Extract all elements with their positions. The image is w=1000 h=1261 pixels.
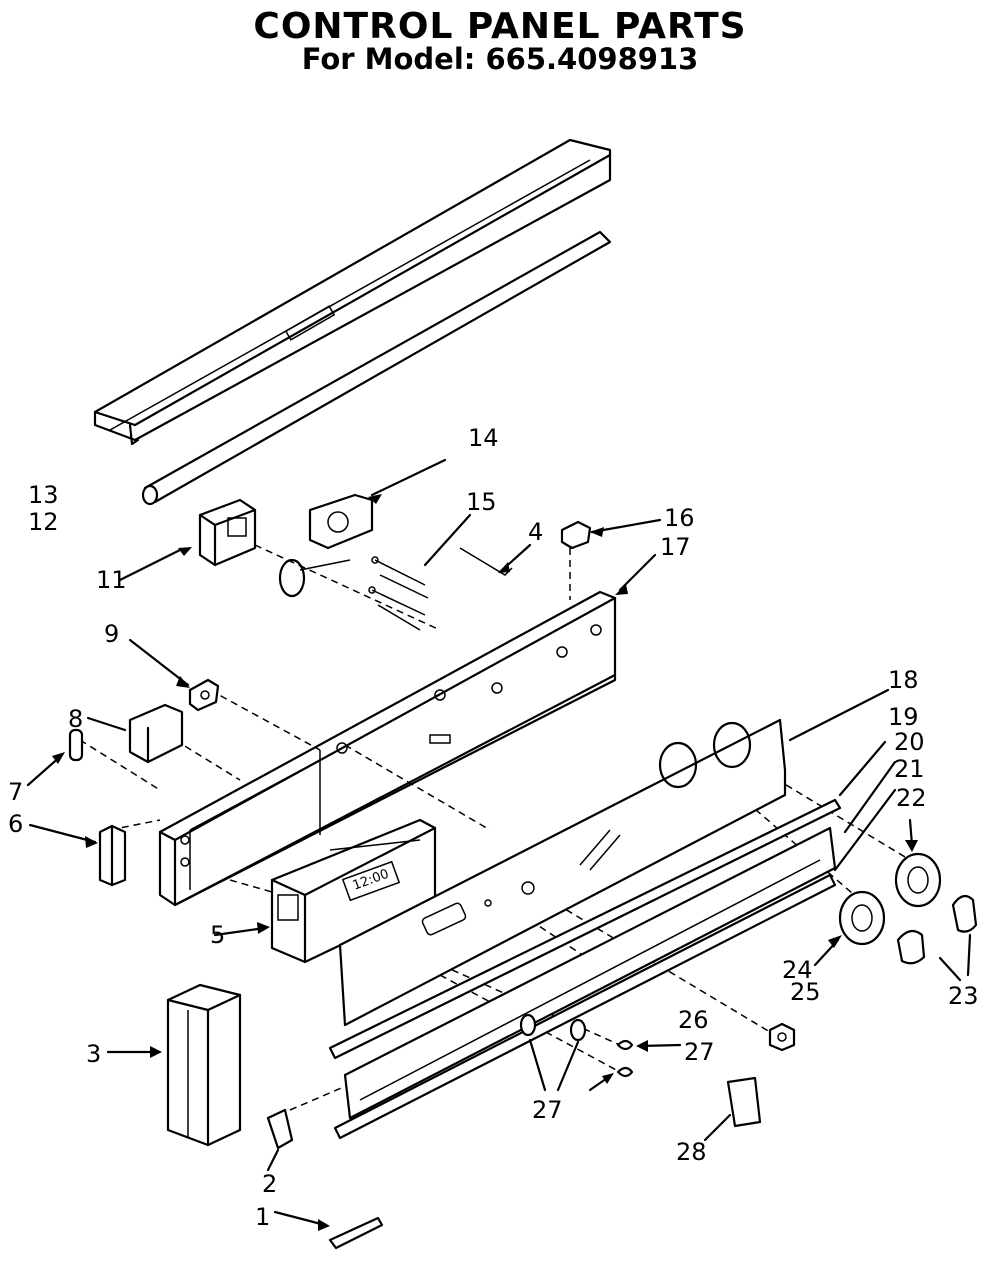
callout-25: 25 — [790, 978, 821, 1006]
callout-18: 18 — [888, 666, 919, 694]
part-7-clip — [26, 728, 84, 787]
callout-labels: 2 1 3 4 5 6 7 8 9 11 12 13 14 15 16 17 1… — [8, 424, 979, 1231]
parts-19-21-trim-strips — [328, 740, 897, 1140]
part-12-rod — [141, 230, 612, 506]
callout-3: 3 — [86, 1040, 101, 1068]
callout-8: 8 — [68, 705, 83, 733]
callout-27-a: 27 — [684, 1038, 715, 1066]
part-16-cap — [560, 518, 662, 600]
callout-22: 22 — [896, 784, 927, 812]
part-13-top-channel — [93, 138, 612, 446]
callout-9: 9 — [104, 620, 119, 648]
callout-16: 16 — [664, 504, 695, 532]
callout-28: 28 — [676, 1138, 707, 1166]
part-2-clip — [266, 1108, 294, 1172]
part-3-switch-block — [106, 983, 242, 1147]
part-8-bracket — [86, 703, 184, 764]
part-17-rear-panel — [158, 553, 657, 907]
callout-12: 12 — [28, 508, 59, 536]
callout-4: 4 — [528, 518, 543, 546]
part-9-clip — [128, 638, 220, 712]
callout-5: 5 — [210, 921, 225, 949]
diagram-title: CONTROL PANEL PARTS — [253, 6, 747, 47]
part-4-terminal — [459, 543, 532, 576]
callout-2: 2 — [262, 1170, 277, 1198]
part-18-front-panel — [338, 688, 890, 1027]
callout-26: 26 — [678, 1006, 709, 1034]
callout-11: 11 — [96, 566, 127, 594]
part-1-screw — [273, 1210, 384, 1250]
callout-27-b: 27 — [532, 1096, 563, 1124]
part-28-label-plate — [703, 1076, 762, 1142]
callout-24: 24 — [782, 956, 813, 984]
callout-14: 14 — [468, 424, 499, 452]
part-6-bracket — [28, 823, 127, 887]
part-15-wire-harness — [368, 513, 472, 631]
callout-19: 19 — [888, 703, 919, 731]
part-11-switch-block — [118, 498, 257, 582]
callout-13: 13 — [28, 481, 59, 509]
callout-21: 21 — [894, 755, 925, 783]
callout-6: 6 — [8, 810, 23, 838]
parts-22-24-knobs — [813, 818, 978, 982]
callout-23-a: 23 — [948, 982, 979, 1010]
callout-1: 1 — [255, 1203, 270, 1231]
callout-7: 7 — [8, 778, 23, 806]
part-25-nut — [768, 1022, 796, 1052]
part-14-bracket — [278, 458, 447, 598]
callout-15: 15 — [466, 488, 497, 516]
callout-20: 20 — [894, 728, 925, 756]
parts-26-27-screws — [519, 1013, 682, 1092]
callout-17: 17 — [660, 533, 691, 561]
diagram-subtitle: For Model: 665.4098913 — [301, 42, 699, 76]
